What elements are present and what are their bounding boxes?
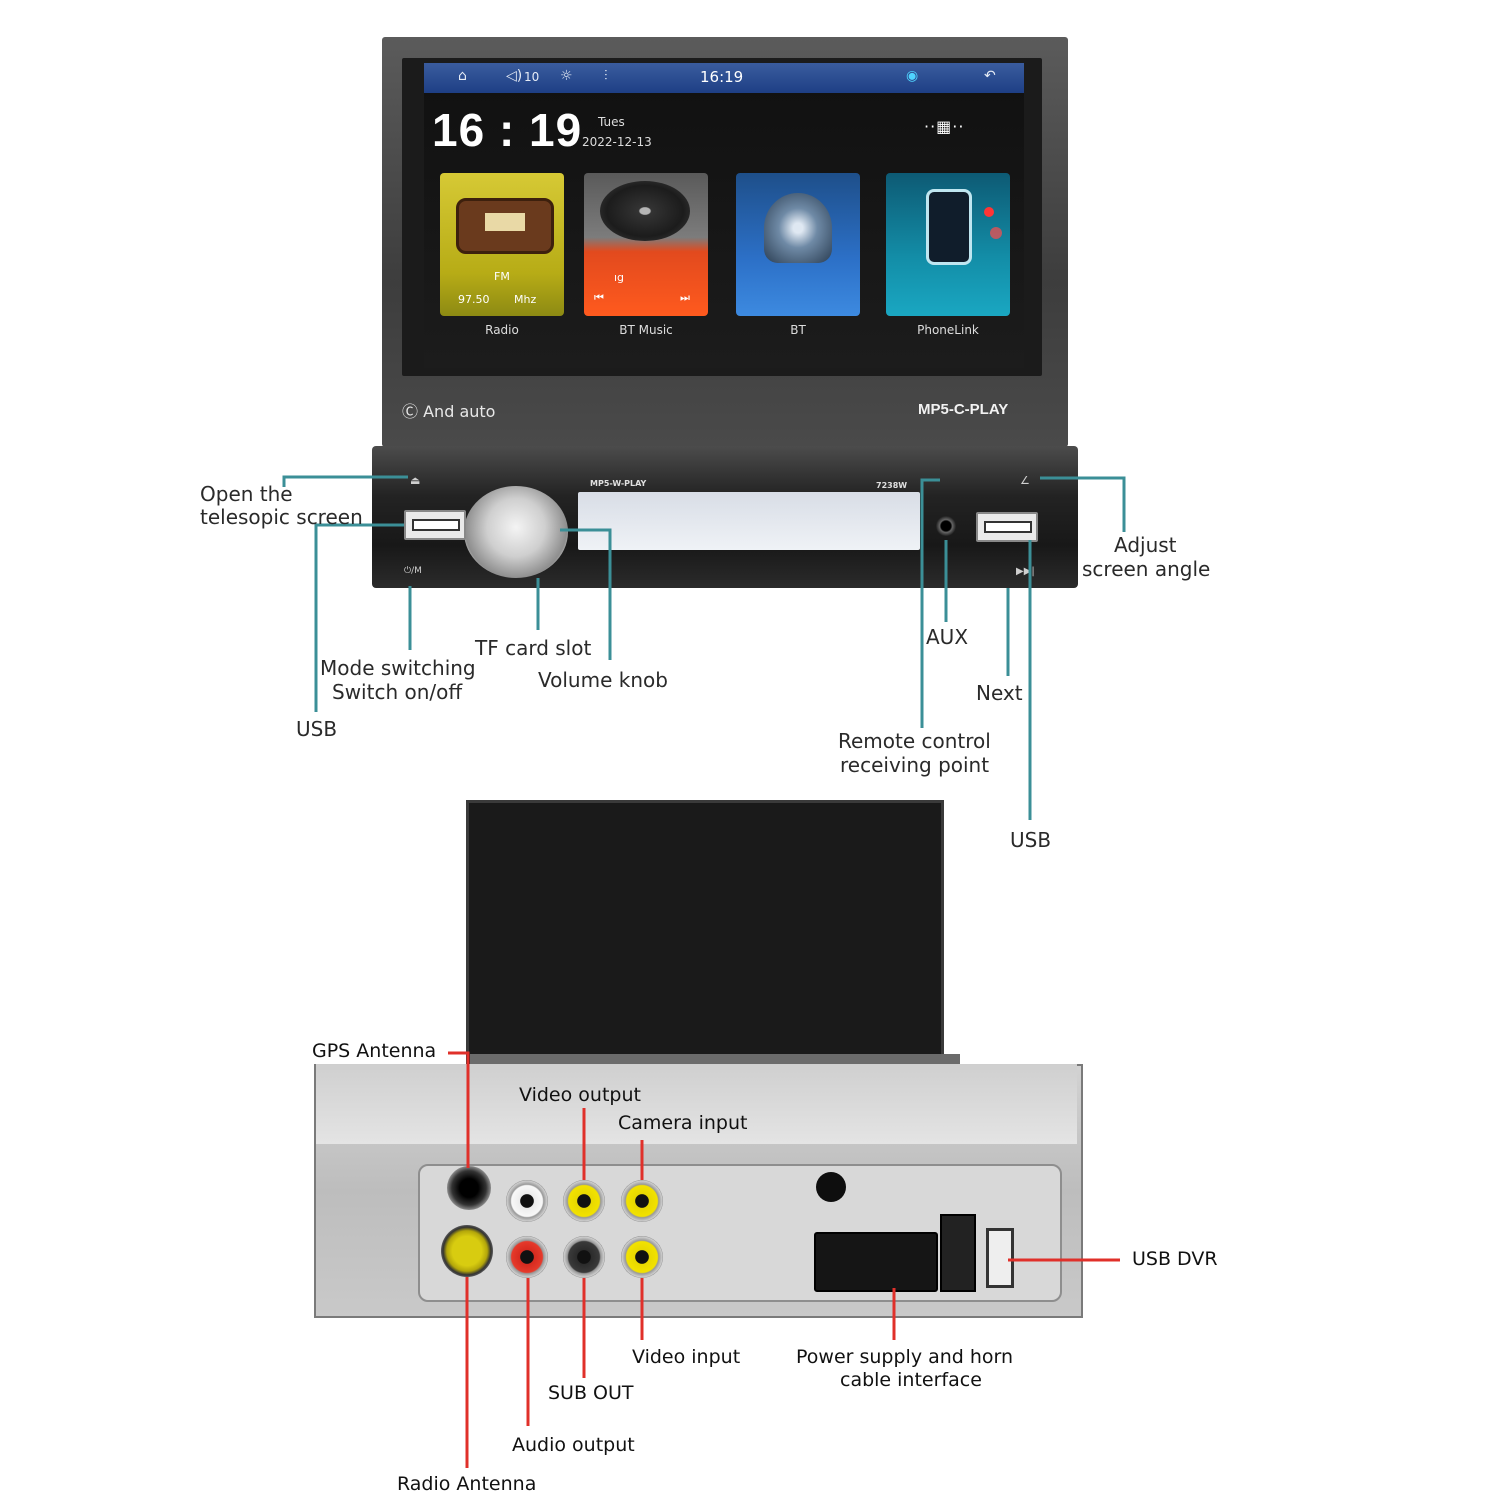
model-name: MP5-C-PLAY xyxy=(918,401,1009,418)
volume-level: 10 xyxy=(524,70,540,84)
label-aux: AUX xyxy=(926,625,969,649)
label-adjust-angle-2: screen angle xyxy=(1082,557,1211,581)
prev-icon: ⏮ xyxy=(594,291,604,304)
label-video-output: Video output xyxy=(519,1084,641,1106)
label-remote-2: receiving point xyxy=(840,753,990,777)
tile-label-radio: Radio xyxy=(485,323,519,337)
label-tf-card: TF card slot xyxy=(475,636,592,660)
label-gps: GPS Antenna xyxy=(312,1040,437,1062)
video-output-jack[interactable] xyxy=(563,1180,605,1222)
radio-antenna-jack[interactable] xyxy=(441,1225,493,1277)
usb-dvr-port[interactable] xyxy=(986,1228,1014,1288)
tile-label-bt: BT xyxy=(790,323,806,337)
label-open-screen-2: telesopic screen xyxy=(200,505,363,529)
record-picture xyxy=(600,181,690,241)
smartphone-picture xyxy=(926,189,972,265)
clock: 16 : 19 xyxy=(432,104,583,156)
status-bar: ⌂ ◁) 10 ☼ ⫶ 16:19 ◉ ↶ xyxy=(424,63,1024,93)
tile-radio: FM 97.50 Mhz xyxy=(440,173,564,316)
gps-antenna-jack[interactable] xyxy=(447,1166,491,1210)
label-video-input: Video input xyxy=(632,1346,741,1368)
radio-frequency: 97.50 xyxy=(458,293,490,306)
front-leaders xyxy=(282,475,1126,820)
mode-button-icon[interactable]: ⏻/M xyxy=(404,566,422,576)
aux-jack[interactable] xyxy=(936,516,956,536)
label-remote-1: Remote control xyxy=(838,729,991,753)
leader-adjust xyxy=(1040,476,1126,532)
clock-date: 2022-12-13 xyxy=(582,135,652,149)
carplay-icon: ◉ xyxy=(906,68,919,84)
brightness-icon: ☼ xyxy=(560,68,573,84)
label-usb-right: USB xyxy=(1010,828,1052,852)
label-camera-input: Camera input xyxy=(618,1112,748,1134)
usb-port-left[interactable] xyxy=(404,510,466,540)
mount-hole xyxy=(816,1172,846,1202)
label-usb-dvr: USB DVR xyxy=(1132,1248,1218,1270)
signal-dot xyxy=(984,207,994,217)
status-time: 16:19 xyxy=(700,68,744,86)
next-icon: ⏭ xyxy=(680,291,690,304)
bt-music-track: ıg xyxy=(614,271,625,284)
usb-port-inner xyxy=(412,519,460,531)
angle-button-icon[interactable]: ∠ xyxy=(1020,474,1030,487)
tile-label-phonelink: PhoneLink xyxy=(917,323,979,337)
chassis-top xyxy=(316,1064,1077,1144)
leader-remote xyxy=(920,478,940,728)
label-adjust-angle-1: Adjust xyxy=(1114,533,1177,557)
faceplate-display xyxy=(578,492,920,550)
telephone-picture xyxy=(764,193,832,263)
back-icon: ↶ xyxy=(984,68,996,84)
label-power-1: Power supply and horn xyxy=(796,1346,1014,1368)
tile-bt-music: ıg ⏮ ⏭ xyxy=(584,173,708,316)
radio-unit: Mhz xyxy=(514,293,537,306)
label-power-2: cable interface xyxy=(840,1369,982,1391)
leader-gps xyxy=(448,1051,470,1168)
signal-dot xyxy=(990,227,1002,239)
radio-dial xyxy=(485,213,525,231)
usb-port-inner xyxy=(984,521,1032,533)
audio-output-right-jack[interactable] xyxy=(506,1236,548,1278)
rear-leaders xyxy=(448,1051,1120,1468)
brand-logo: Ⓒ And auto xyxy=(402,402,496,421)
eject-icon[interactable]: ⏏ xyxy=(410,474,421,487)
tile-phonelink xyxy=(886,173,1010,316)
carplay-logo-icon: Ⓒ xyxy=(402,402,419,421)
touch-screen: ⌂ ◁) 10 ☼ ⫶ 16:19 ◉ ↶ 16 : 19 Tues 2022-… xyxy=(424,63,1024,368)
grid-icon: ··▦·· xyxy=(924,117,965,136)
radio-picture xyxy=(456,198,554,254)
tile-bt xyxy=(736,173,860,316)
label-mode-1: Mode switching xyxy=(320,656,476,680)
speaker-harness-connector[interactable] xyxy=(940,1214,976,1292)
label-volume-knob: Volume knob xyxy=(538,668,668,692)
label-radio-antenna: Radio Antenna xyxy=(397,1473,537,1495)
usb-port-right[interactable] xyxy=(976,512,1038,542)
tile-label-bt-music: BT Music xyxy=(619,323,673,337)
radio-band: FM xyxy=(494,270,510,283)
label-open-screen-1: Open the xyxy=(200,482,293,506)
audio-output-left-jack[interactable] xyxy=(506,1180,548,1222)
label-usb-left: USB xyxy=(296,717,338,741)
label-audio-output: Audio output xyxy=(512,1434,635,1456)
equalizer-icon: ⫶ xyxy=(604,68,608,84)
camera-input-jack[interactable] xyxy=(621,1180,663,1222)
label-next: Next xyxy=(976,681,1023,705)
video-input-jack[interactable] xyxy=(621,1236,663,1278)
volume-icon: ◁) xyxy=(506,68,523,84)
label-sub-out: SUB OUT xyxy=(548,1382,634,1404)
faceplate-power: 7238W xyxy=(876,481,908,490)
leader-open-screen xyxy=(282,475,408,487)
sub-out-jack[interactable] xyxy=(563,1236,605,1278)
faceplate-model: MP5-W-PLAY xyxy=(590,479,647,488)
leader-usb-left xyxy=(314,523,404,712)
leader-volume xyxy=(560,528,612,660)
label-mode-2: Switch on/off xyxy=(332,680,463,704)
power-harness-connector[interactable] xyxy=(814,1232,938,1292)
next-button-icon[interactable]: ▶▶| xyxy=(1016,566,1035,577)
home-icon: ⌂ xyxy=(458,68,467,84)
volume-knob[interactable] xyxy=(464,486,568,578)
clock-day: Tues xyxy=(598,115,625,129)
